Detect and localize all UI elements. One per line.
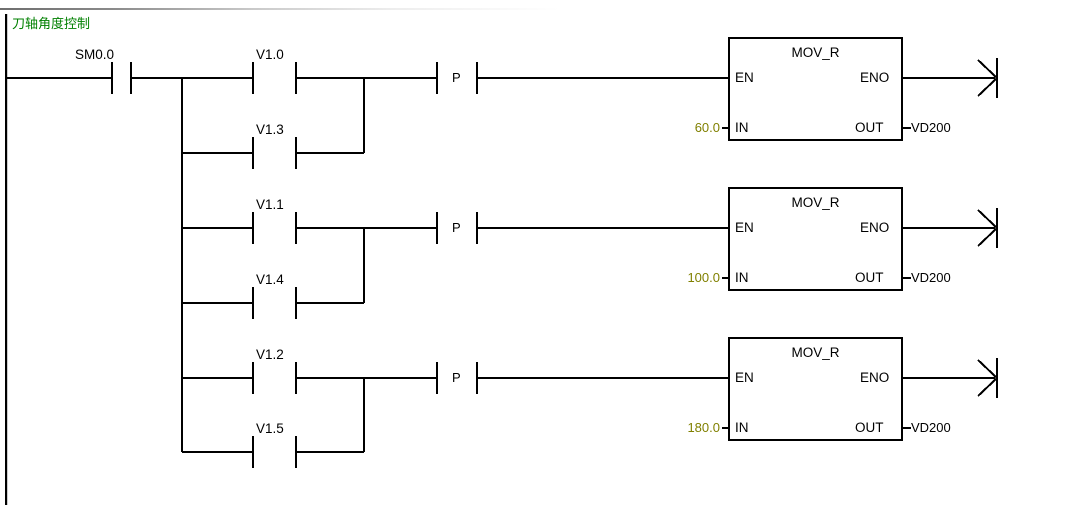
block-in-value-3[interactable]: 180.0 — [687, 420, 720, 435]
block-pin-in-1: IN — [735, 120, 749, 135]
block-pin-eno-1: ENO — [860, 70, 890, 85]
block-pin-in-3: IN — [735, 420, 749, 435]
block-pin-en-1: EN — [735, 70, 754, 85]
block-pin-out-2: OUT — [855, 270, 884, 285]
block-title-3: MOV_R — [791, 345, 840, 360]
contact-label-v15: V1.5 — [256, 421, 284, 436]
block-pin-en-3: EN — [735, 370, 754, 385]
block-out-value-1[interactable]: VD200 — [911, 120, 951, 135]
edge-contact-label-2: P — [452, 220, 461, 235]
network-comment: 刀轴角度控制 — [12, 17, 91, 32]
contact-label-v10: V1.0 — [256, 47, 284, 62]
contact-label-v12: V1.2 — [256, 347, 284, 362]
edge-contact-label-1: P — [452, 70, 461, 85]
contact-label-v11: V1.1 — [256, 197, 284, 212]
block-in-value-2[interactable]: 100.0 — [687, 270, 720, 285]
block-pin-in-2: IN — [735, 270, 749, 285]
block-pin-out-1: OUT — [855, 120, 884, 135]
block-in-value-1[interactable]: 60.0 — [694, 120, 720, 135]
block-title-1: MOV_R — [791, 45, 840, 60]
block-out-value-3[interactable]: VD200 — [911, 420, 951, 435]
block-pin-en-2: EN — [735, 220, 754, 235]
left-power-rail — [5, 14, 8, 505]
top-divider — [0, 8, 560, 10]
block-out-value-2[interactable]: VD200 — [911, 270, 951, 285]
edge-contact-label-3: P — [452, 370, 461, 385]
contact-label-sm00: SM0.0 — [75, 47, 115, 62]
block-pin-eno-3: ENO — [860, 370, 890, 385]
block-title-2: MOV_R — [791, 195, 840, 210]
contact-label-v14: V1.4 — [256, 272, 284, 287]
block-pin-eno-2: ENO — [860, 220, 890, 235]
block-pin-out-3: OUT — [855, 420, 884, 435]
contact-label-v13: V1.3 — [256, 122, 284, 137]
